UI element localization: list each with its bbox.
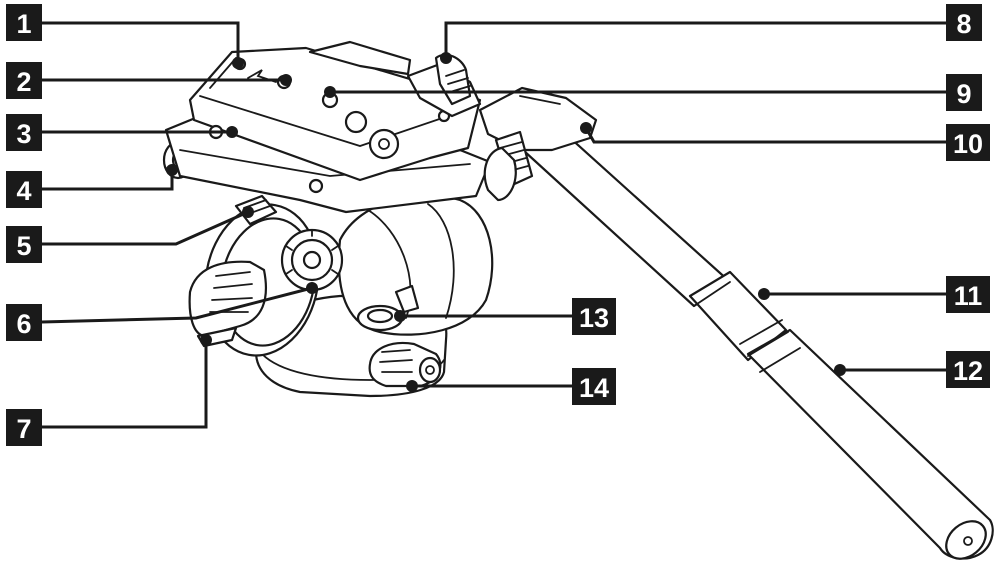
- callout-label-3: 3: [16, 119, 31, 149]
- callout-9: 9: [946, 74, 982, 111]
- callout-10: 10: [946, 124, 990, 161]
- callout-labels: 1 2 3 4 5 6 7 8: [6, 4, 990, 446]
- callout-label-8: 8: [956, 9, 971, 39]
- leader-dot-9: [324, 86, 336, 98]
- callout-1: 1: [6, 4, 42, 41]
- callout-label-9: 9: [956, 79, 971, 109]
- callout-13: 13: [572, 298, 616, 335]
- callout-8: 8: [946, 4, 982, 41]
- callout-label-14: 14: [579, 373, 609, 403]
- callout-5: 5: [6, 226, 42, 263]
- pan-handle-illustration: [478, 86, 994, 560]
- leader-line-10: [584, 127, 946, 144]
- callout-label-12: 12: [953, 356, 983, 386]
- leader-dot-12: [834, 364, 846, 376]
- leader-line-4: [42, 170, 174, 191]
- callout-label-13: 13: [579, 303, 609, 333]
- leader-dot-10: [580, 122, 592, 134]
- callout-label-7: 7: [16, 414, 31, 444]
- callout-2: 2: [6, 62, 42, 99]
- callout-12: 12: [946, 351, 990, 388]
- leader-dot-7: [200, 334, 212, 346]
- leader-dot-4: [166, 164, 178, 176]
- callout-4: 4: [6, 171, 42, 208]
- leader-line-6: [41, 286, 313, 324]
- leader-dot-11: [758, 288, 770, 300]
- leader-dot-1: [232, 57, 244, 69]
- leader-dot-3: [226, 126, 238, 138]
- callout-label-6: 6: [16, 309, 31, 339]
- callout-3: 3: [6, 114, 42, 151]
- leader-dot-2: [280, 74, 292, 86]
- leader-line-7: [42, 340, 208, 429]
- leader-dot-5: [242, 206, 254, 218]
- callout-14: 14: [572, 368, 616, 405]
- callout-11: 11: [946, 276, 990, 313]
- callout-label-10: 10: [953, 129, 983, 159]
- callout-label-5: 5: [16, 231, 31, 261]
- callout-label-11: 11: [954, 281, 983, 311]
- leader-lines: [41, 21, 946, 429]
- callout-7: 7: [6, 409, 42, 446]
- leader-line-5: [42, 210, 249, 246]
- callout-6: 6: [6, 304, 42, 341]
- leader-line-8: [444, 21, 946, 58]
- leader-dot-13: [394, 310, 406, 322]
- leader-line-1: [42, 21, 240, 63]
- head-body-illustration: [162, 40, 517, 398]
- leader-dots: [166, 52, 846, 392]
- callout-label-1: 1: [16, 9, 31, 39]
- leader-dot-6: [306, 282, 318, 294]
- leader-dot-8: [440, 52, 452, 64]
- callout-label-2: 2: [16, 67, 31, 97]
- callout-label-4: 4: [16, 176, 31, 206]
- leader-dot-14: [406, 380, 418, 392]
